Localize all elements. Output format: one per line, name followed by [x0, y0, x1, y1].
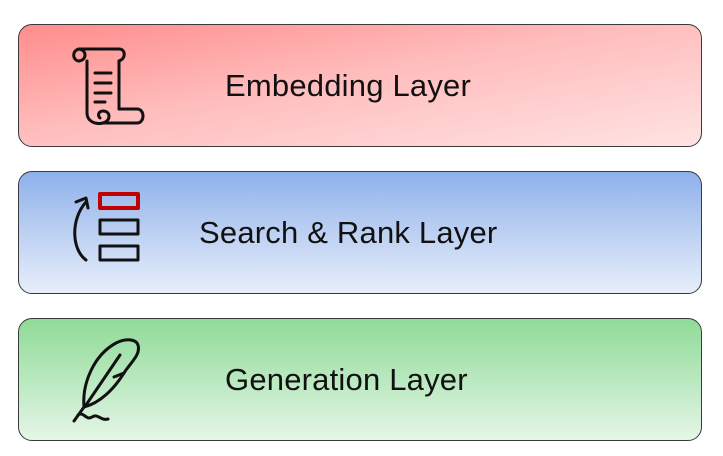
generation-layer-box: Generation Layer	[18, 318, 702, 441]
quill-icon	[72, 338, 140, 423]
search-rank-layer-label: Search & Rank Layer	[199, 214, 498, 250]
rank-list-icon	[73, 192, 140, 262]
embedding-layer-label: Embedding Layer	[225, 67, 471, 103]
embedding-layer-box: Embedding Layer	[18, 24, 702, 147]
search-rank-layer-box: Search & Rank Layer	[18, 171, 702, 294]
scroll-icon	[72, 47, 145, 125]
generation-layer-label: Generation Layer	[225, 361, 468, 397]
